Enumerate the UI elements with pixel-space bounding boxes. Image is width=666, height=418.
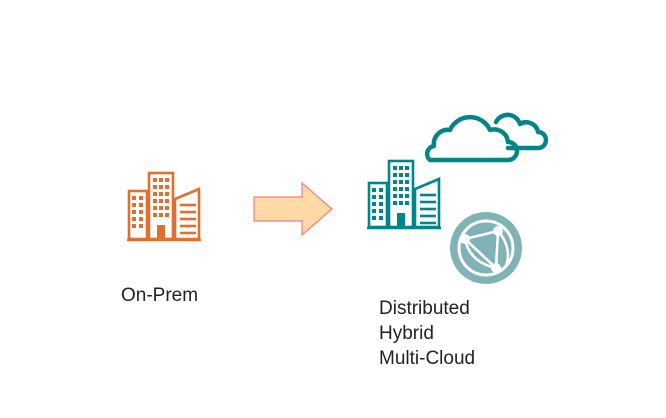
office-building-icon <box>127 171 201 242</box>
office-building-icon <box>367 159 441 230</box>
distributed-label: Distributed <box>379 298 470 319</box>
target-labels: Distributed Hybrid Multi-Cloud <box>379 296 475 371</box>
globe-network-icon <box>450 212 522 284</box>
cloud-icon <box>424 112 548 163</box>
right-arrow-icon <box>253 181 333 237</box>
on-prem-label: On-Prem <box>121 285 199 306</box>
source-label: On-Prem <box>121 283 198 308</box>
hybrid-label: Hybrid <box>379 323 434 344</box>
multi-cloud-label: Multi-Cloud <box>379 348 476 369</box>
